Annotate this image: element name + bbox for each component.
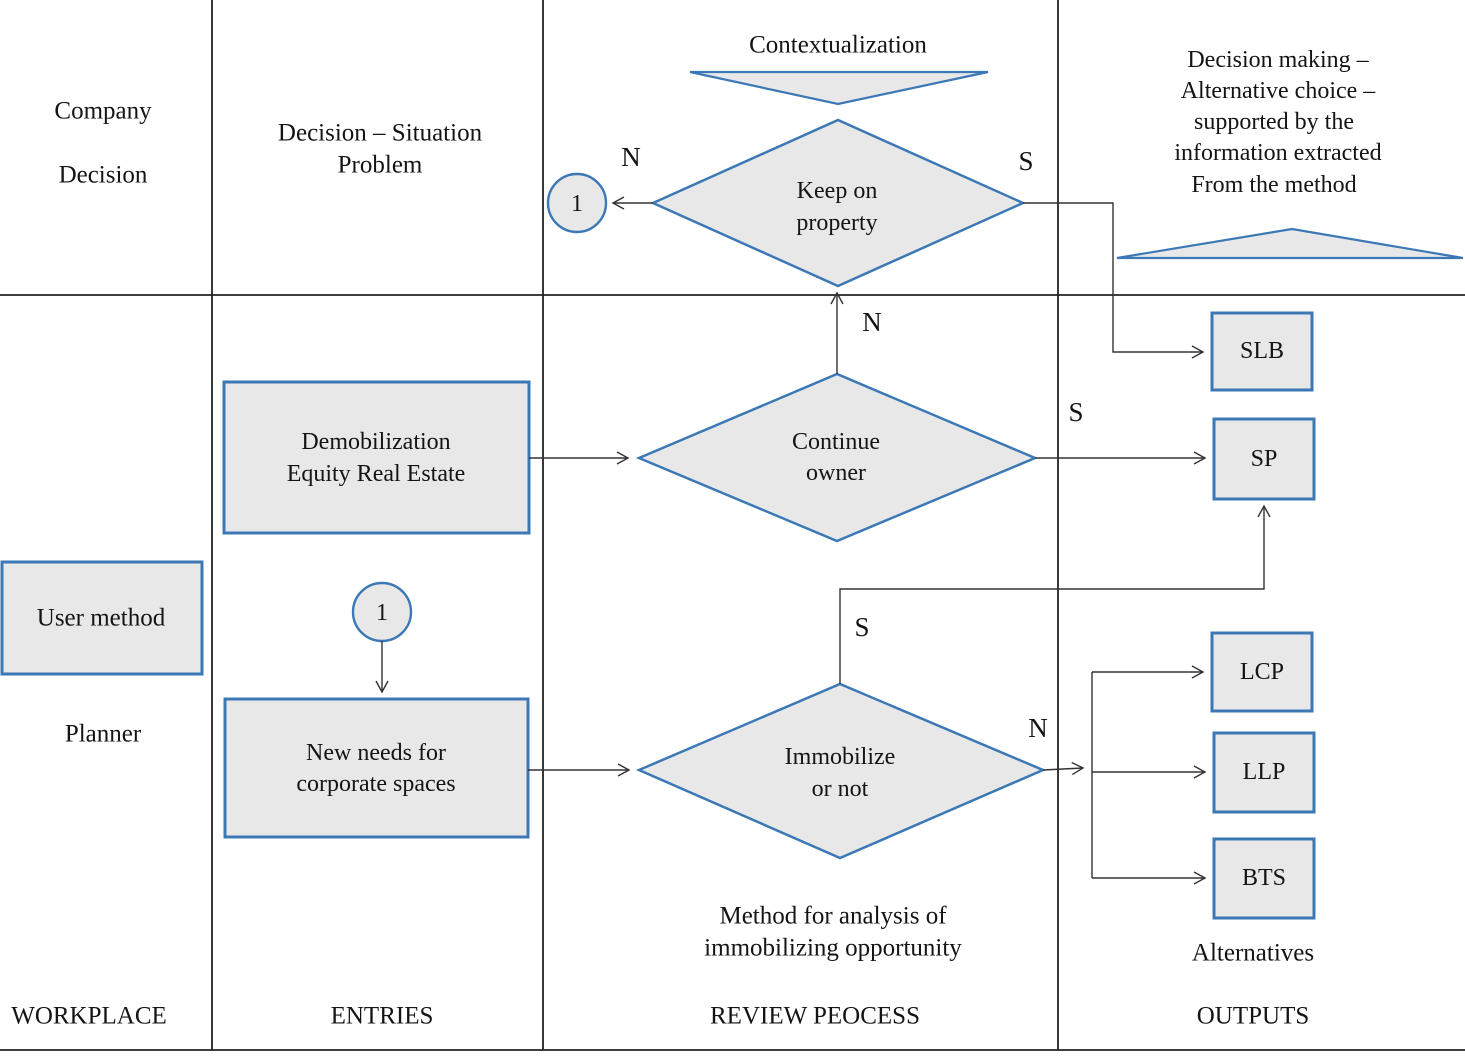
demobilization-box [222, 380, 531, 535]
continue-yes-label: S [1068, 397, 1084, 428]
connector-1-mid-label: 1 [376, 599, 388, 626]
company-label-line2: Decision [58, 161, 148, 189]
decision-situation-label-line2: Problem [337, 151, 423, 179]
demobilization-label-line2: Equity Real Estate [286, 460, 466, 487]
method-analysis-label-line1: Method for analysis of [719, 902, 947, 930]
connector-1-top-circle [546, 172, 608, 234]
sp-box [1212, 417, 1316, 501]
llp-label: LLP [1242, 758, 1286, 785]
lcp-box [1210, 631, 1314, 713]
new-needs-box [223, 697, 530, 839]
decision-making-label-line3: supported by the [1194, 108, 1354, 135]
lane-title-entries: ENTRIES [330, 1002, 434, 1030]
decision-making-label-line5: From the method [1191, 171, 1357, 198]
lane-title-workplace: WORKPLACE [11, 1002, 167, 1030]
decision-making-label-line4: information extracted [1174, 139, 1382, 166]
continue-owner-label-line2: owner [806, 459, 866, 486]
keep-yes-label: S [1018, 146, 1034, 177]
user-method-box [0, 560, 204, 676]
immobilize-label-line2: or not [811, 775, 869, 802]
decision-making-triangle [1116, 227, 1464, 260]
sp-label: SP [1250, 445, 1278, 472]
keep-on-property-label-line1: Keep on [796, 177, 878, 204]
slb-box [1210, 311, 1314, 392]
contextualization-triangle [689, 70, 989, 106]
planner-label: Planner [64, 720, 142, 748]
immobilize-yes-label: S [854, 612, 870, 643]
lane-title-review-process: REVIEW PEOCESS [710, 1002, 920, 1030]
keep-no-label: N [621, 142, 641, 173]
llp-box [1212, 731, 1316, 814]
new-needs-label-line1: New needs for [306, 739, 446, 766]
continue-owner-diamond [635, 372, 1039, 543]
bts-box [1212, 837, 1316, 920]
decision-situation-label-line1: Decision – Situation [277, 119, 483, 147]
keep-on-property-label-line2: property [796, 209, 878, 236]
decision-making-label-line2: Alternative choice – [1180, 77, 1376, 104]
connector-1-top-label: 1 [571, 190, 583, 217]
alternatives-label: Alternatives [1191, 939, 1315, 967]
new-needs-label-line2: corporate spaces [296, 770, 456, 797]
path-immobilize-yes-to-sp [839, 504, 1271, 684]
contextualization-label: Contextualization [749, 31, 927, 59]
demobilization-label-line1: Demobilization [301, 428, 451, 455]
decision-making-label-line1: Decision making – [1187, 46, 1369, 73]
continue-no-label: N [862, 307, 882, 338]
path-keep-yes-to-slb [1023, 202, 1205, 359]
company-label-line1: Company [54, 97, 152, 125]
bts-label: BTS [1241, 864, 1287, 891]
continue-owner-label-line1: Continue [792, 428, 880, 455]
slb-label: SLB [1239, 337, 1285, 364]
immobilize-label-line1: Immobilize [784, 743, 896, 770]
user-method-label: User method [36, 604, 166, 632]
lane-title-outputs: OUTPUTS [1196, 1002, 1310, 1030]
lcp-label: LCP [1239, 658, 1285, 685]
immobilize-or-not-diamond [635, 682, 1047, 860]
arrow-immobilize-no-to-bracket [1042, 761, 1085, 776]
immobilize-no-label: N [1028, 713, 1048, 744]
method-analysis-label-line2: immobilizing opportunity [704, 934, 962, 962]
